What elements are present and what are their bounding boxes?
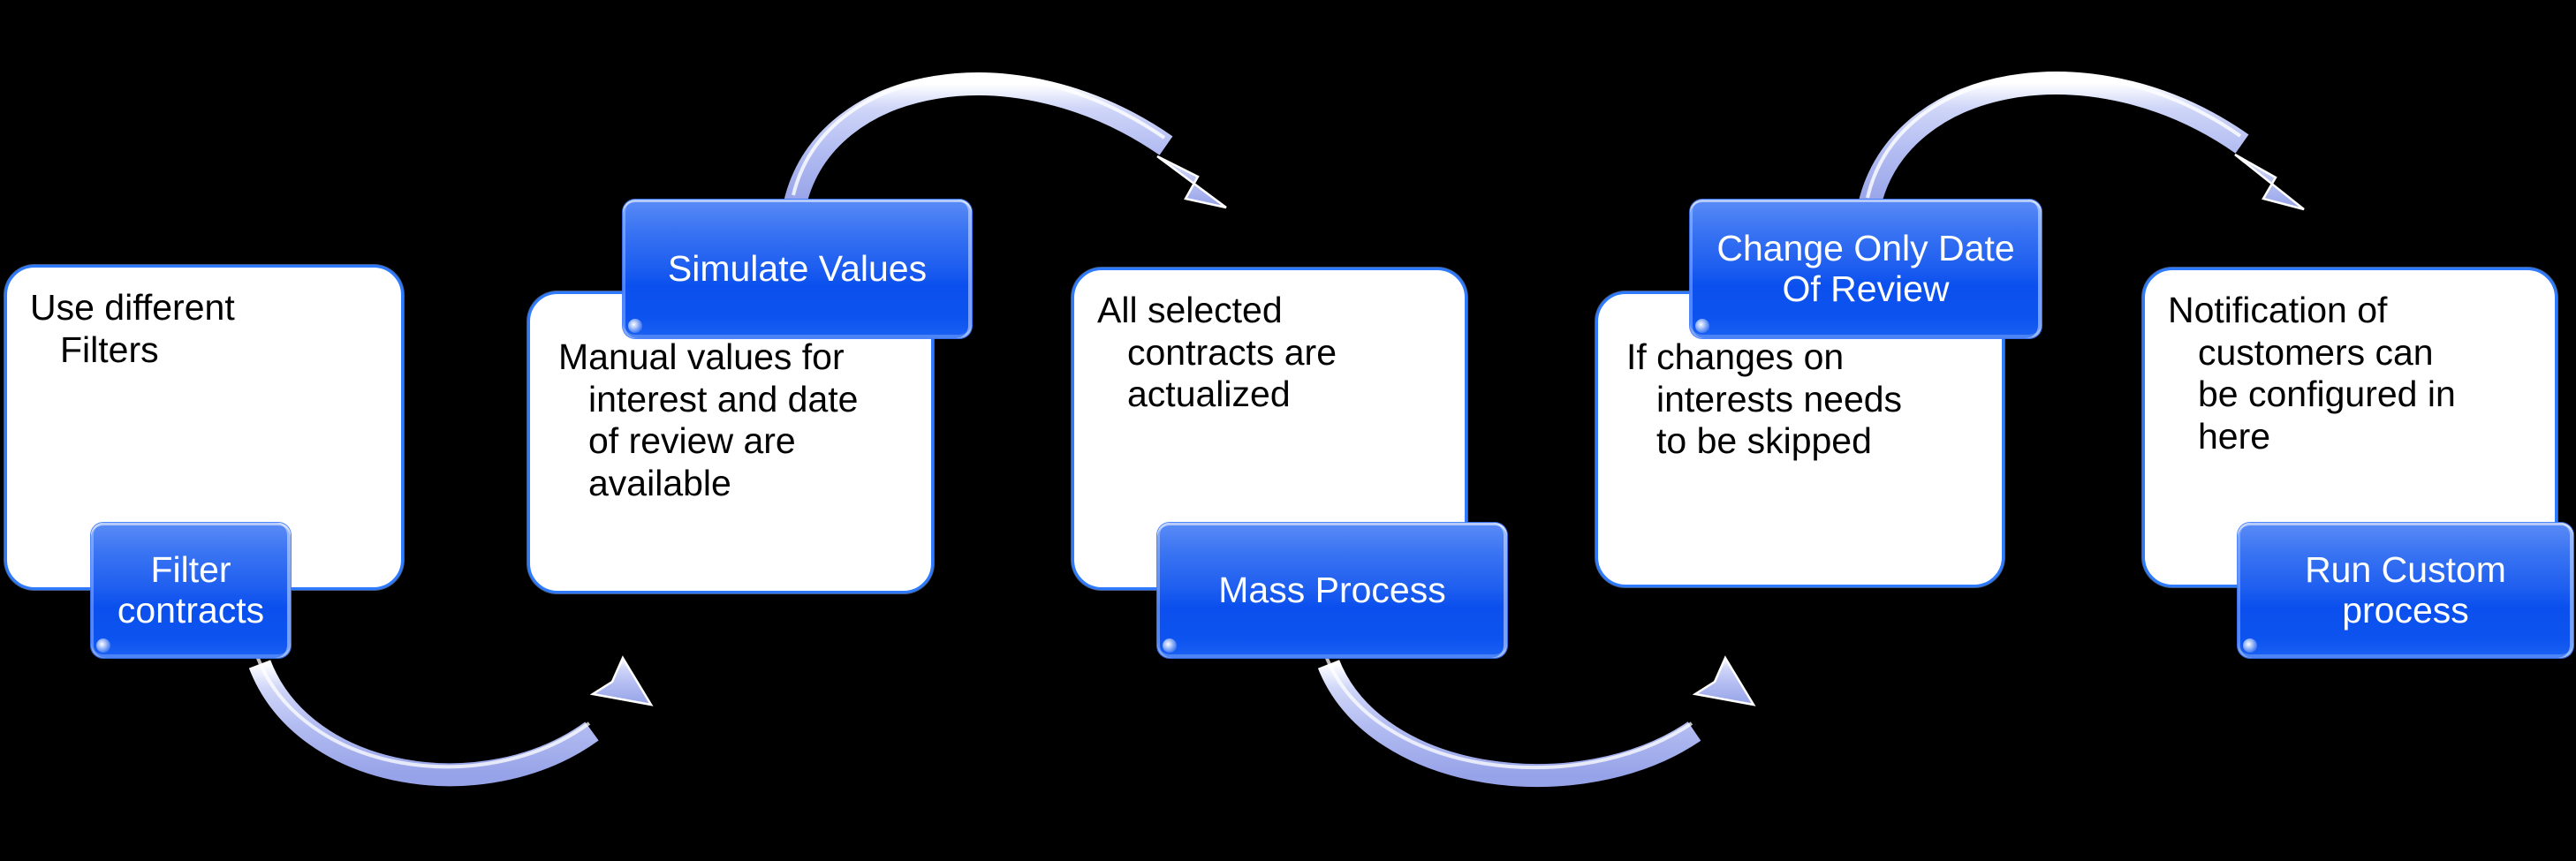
step-card-5-description: Notification of customers can be configu…	[2168, 290, 2456, 457]
action-badge-mass-process[interactable]: Mass Process	[1157, 523, 1507, 658]
action-badge-filter-contracts[interactable]: Filter contracts	[91, 523, 291, 658]
connector-arrow-1	[248, 655, 654, 787]
step-card-4-description: If changes on interests needs to be skip…	[1626, 336, 1903, 462]
step-card-2[interactable]: Manual values for interest and date of r…	[527, 291, 934, 593]
action-badge-simulate-values[interactable]: Simulate Values	[623, 200, 972, 338]
action-badge-run-custom-process[interactable]: Run Custom process	[2238, 523, 2573, 658]
step-card-3-description: All selected contracts are actualized	[1097, 290, 1337, 415]
step-card-1-description: Use different Filters	[30, 287, 235, 370]
step-card-2-description: Manual values for interest and date of r…	[558, 336, 859, 503]
action-badge-change-only-date-of-review[interactable]: Change Only Date Of Review	[1690, 200, 2042, 338]
